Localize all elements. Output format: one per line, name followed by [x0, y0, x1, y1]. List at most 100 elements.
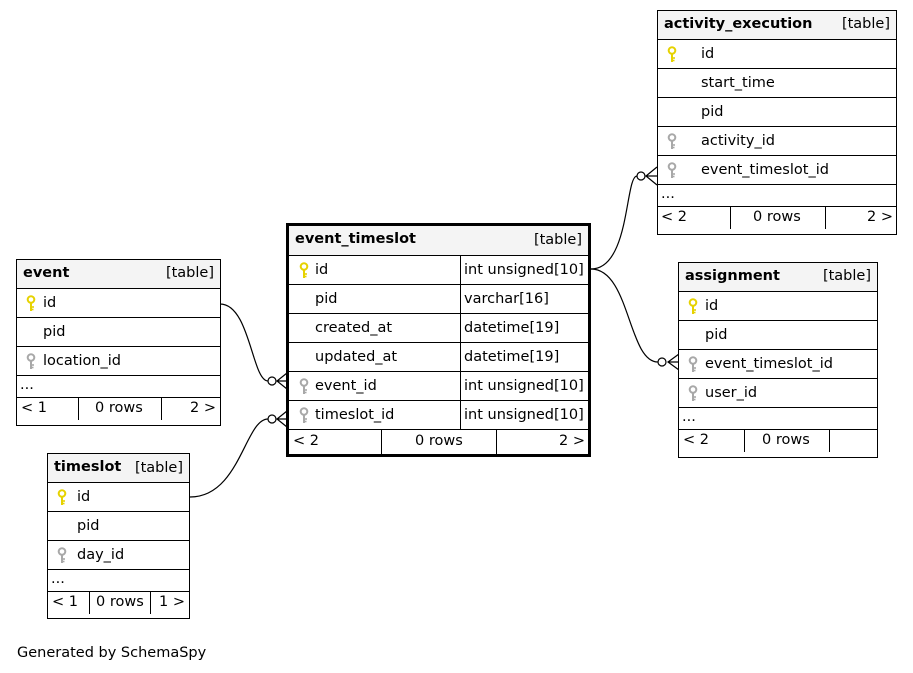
footer-separator — [150, 592, 151, 614]
column-row: event_timeslot_id — [679, 350, 877, 379]
column-name: pid — [43, 324, 66, 340]
footer-row-count: 0 rows — [96, 594, 144, 610]
primary-key-icon — [687, 298, 699, 316]
column-name: activity_id — [701, 133, 775, 149]
footer-row-count: 0 rows — [95, 400, 143, 416]
table-type-tag: [table] — [533, 232, 582, 248]
column-row: pid varchar[16] — [289, 285, 588, 314]
rel-timeslot-to-event-timeslot — [189, 418, 269, 498]
table-footer: < 2 0 rows 2 > — [289, 430, 588, 455]
column-name: created_at — [315, 320, 393, 336]
footer-row-count: 0 rows — [415, 433, 463, 449]
optional-marker-assignment — [657, 357, 667, 367]
column-name: event_timeslot_id — [701, 162, 829, 178]
table-type-tag: [table] — [134, 460, 183, 476]
column-name: pid — [701, 104, 724, 120]
table-name: activity_execution — [664, 16, 813, 32]
footer-parents-link[interactable]: < 1 — [52, 594, 78, 610]
more-columns-ellipsis: ... — [51, 571, 65, 587]
table-footer: < 1 0 rows 2 > — [17, 398, 220, 420]
primary-key-icon — [56, 489, 68, 507]
foreign-key-icon — [298, 407, 310, 425]
column-type: datetime[19] — [464, 320, 560, 336]
footer-separator — [496, 430, 497, 455]
footer-parents-link[interactable]: < 2 — [293, 433, 319, 449]
more-columns-row: ... — [48, 570, 189, 592]
column-row: day_id — [48, 541, 189, 570]
column-row: pid — [48, 512, 189, 541]
footer-parents-link[interactable]: < 2 — [683, 432, 709, 448]
foreign-key-icon — [666, 133, 678, 151]
table-event[interactable]: event [table] id pid location_id ... < 1… — [16, 259, 221, 426]
column-type-cell: datetime[19] — [460, 343, 588, 371]
column-name: user_id — [705, 385, 758, 401]
column-name: id — [315, 262, 329, 278]
column-row: activity_id — [658, 127, 896, 156]
column-type: varchar[16] — [464, 291, 549, 307]
column-type: datetime[19] — [464, 349, 560, 365]
optional-marker-activity-execution — [636, 171, 646, 181]
table-name: assignment — [685, 268, 780, 284]
crow-foot-timeslot-id — [276, 410, 288, 428]
footer-parents-link[interactable]: < 1 — [21, 400, 47, 416]
table-assignment[interactable]: assignment [table] id pid event_timeslot… — [678, 262, 878, 458]
table-header: timeslot [table] — [48, 454, 189, 483]
column-name: pid — [315, 291, 338, 307]
more-columns-row: ... — [17, 376, 220, 398]
column-row: pid — [679, 321, 877, 350]
table-timeslot[interactable]: timeslot [table] id pid day_id ... < 1 0… — [47, 453, 190, 619]
column-type-cell: datetime[19] — [460, 314, 588, 342]
footer-separator — [730, 207, 731, 229]
primary-key-icon — [666, 46, 678, 64]
primary-key-icon — [25, 295, 37, 313]
column-row: user_id — [679, 379, 877, 408]
column-row: start_time — [658, 69, 896, 98]
column-row: pid — [17, 318, 220, 347]
optional-marker-event-id — [267, 376, 277, 386]
footer-row-count: 0 rows — [753, 209, 801, 225]
table-type-tag: [table] — [841, 16, 890, 32]
column-row: created_at datetime[19] — [289, 314, 588, 343]
column-name: updated_at — [315, 349, 398, 365]
column-name: id — [701, 46, 715, 62]
column-name: id — [43, 295, 57, 311]
table-header: assignment [table] — [679, 263, 877, 292]
column-type-cell: int unsigned[10] — [460, 372, 588, 400]
column-row: id — [17, 289, 220, 318]
table-header: event_timeslot [table] — [289, 226, 588, 256]
optional-marker-timeslot-id — [267, 414, 277, 424]
foreign-key-icon — [687, 356, 699, 374]
footer-parents-link[interactable]: < 2 — [661, 209, 687, 225]
column-name: event_id — [315, 378, 377, 394]
table-type-tag: [table] — [822, 268, 871, 284]
column-row: id — [658, 40, 896, 69]
footer-children-link[interactable]: 2 > — [867, 209, 893, 225]
table-header: event [table] — [17, 260, 220, 289]
column-row: timeslot_id int unsigned[10] — [289, 401, 588, 430]
footer-children-link[interactable]: 2 > — [190, 400, 216, 416]
column-type: int unsigned[10] — [464, 407, 584, 423]
column-name: pid — [77, 518, 100, 534]
more-columns-row: ... — [658, 185, 896, 207]
table-header: activity_execution [table] — [658, 11, 896, 40]
footer-children-link[interactable]: 1 > — [159, 594, 185, 610]
crow-foot-assignment — [666, 353, 680, 371]
footer-children-link[interactable]: 2 > — [559, 433, 585, 449]
column-row: id — [679, 292, 877, 321]
primary-key-icon — [298, 262, 310, 280]
foreign-key-icon — [298, 378, 310, 396]
footer-separator — [161, 398, 162, 420]
footer-separator — [829, 430, 830, 452]
column-row: updated_at datetime[19] — [289, 343, 588, 372]
table-activity-execution[interactable]: activity_execution [table] id start_time… — [657, 10, 897, 235]
footer-separator — [78, 398, 79, 420]
column-type: int unsigned[10] — [464, 262, 584, 278]
more-columns-row: ... — [679, 408, 877, 430]
table-event-timeslot[interactable]: event_timeslot [table] id int unsigned[1… — [286, 223, 591, 457]
column-name: pid — [705, 327, 728, 343]
table-name: event_timeslot — [295, 231, 416, 247]
column-name: id — [77, 489, 91, 505]
column-name: location_id — [43, 353, 122, 369]
footer-separator — [825, 207, 826, 229]
generated-by-label: Generated by SchemaSpy — [17, 645, 207, 661]
